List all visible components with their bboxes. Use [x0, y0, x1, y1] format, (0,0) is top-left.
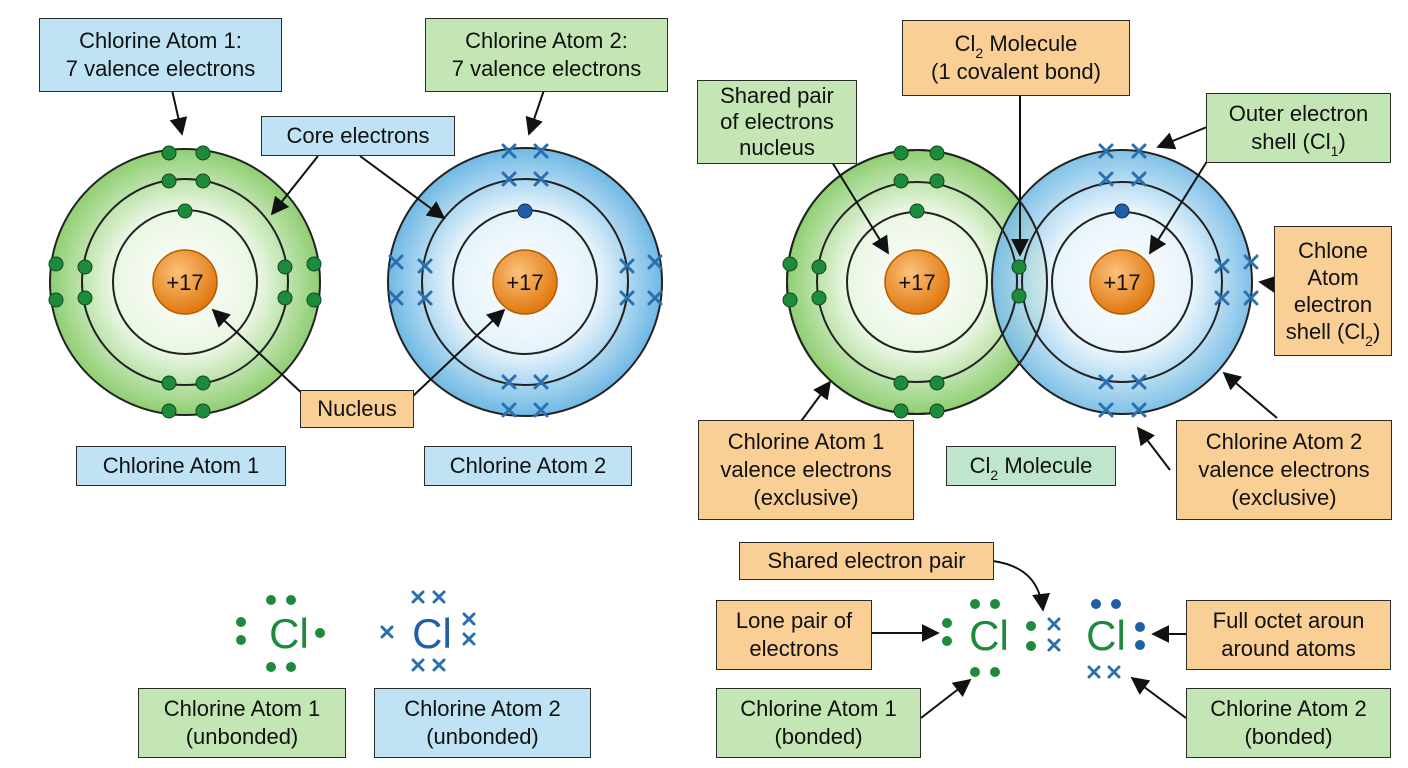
chlone-atom-shell-label: Chlone Atom electron shell (Cl2) [1274, 226, 1392, 356]
atom1-model: +17 [48, 145, 322, 419]
molecule-nucleus-1-charge: +17 [898, 270, 935, 295]
molecule-mid-label: Cl2 Molecule [946, 446, 1116, 486]
shared-electron-pair-label: Shared electron pair [739, 542, 994, 580]
molecule-electrons-green [782, 145, 1027, 419]
atom1-unbonded-label: Chlorine Atom 1 (unbonded) [138, 688, 346, 758]
outer-shell-label: Outer electron shell (Cl1) [1206, 93, 1391, 163]
atom2-electrons-x [388, 143, 663, 418]
lewis-atom2-symbol: Cl [412, 610, 452, 657]
atom1-nucleus: +17 [152, 249, 218, 315]
lewis-molecule: Cl Cl [942, 599, 1145, 679]
atom2-nucleus: +17 [492, 249, 558, 315]
atom2-inner-electron [517, 203, 533, 219]
atom2-nucleus-charge: +17 [506, 270, 543, 295]
molecule-nucleus-2: +17 [1089, 249, 1155, 315]
atom2-bonded-label: Chlorine Atom 2 (bonded) [1186, 688, 1391, 758]
atom1-valence-label: Chlorine Atom 1: 7 valence electrons [39, 18, 282, 92]
shared-electron-1 [1011, 259, 1027, 275]
molecule-electrons-x [1098, 143, 1259, 418]
atom2-unbonded-label: Chlorine Atom 2 (unbonded) [374, 688, 591, 758]
atom1-nucleus-charge: +17 [166, 270, 203, 295]
atom1-bonded-label: Chlorine Atom 1 (bonded) [716, 688, 921, 758]
lewis-atom1-symbol: Cl [269, 610, 309, 657]
lone-pair-label: Lone pair of electrons [716, 600, 872, 670]
atom1-caption: Chlorine Atom 1 [76, 446, 286, 486]
atom2-caption: Chlorine Atom 2 [424, 446, 632, 486]
molecule-nucleus-1: +17 [884, 249, 950, 315]
shared-electron-2 [1011, 288, 1027, 304]
lewis-atom2: Cl [380, 590, 476, 672]
lewis-molecule-symbol-1: Cl [969, 612, 1009, 659]
nucleus-label: Nucleus [300, 390, 414, 428]
atom1-exclusive-label: Chlorine Atom 1 valence electrons (exclu… [698, 420, 914, 520]
lewis-atom1: Cl [236, 595, 325, 672]
atom1-electrons [48, 145, 322, 419]
molecule-model: +17 +17 [782, 143, 1259, 419]
molecule-inner-electron-blue [1114, 203, 1130, 219]
full-octet-label: Full octet aroun around atoms [1186, 600, 1391, 670]
core-electrons-label: Core electrons [261, 116, 455, 156]
molecule-top-label: Cl2 Molecule (1 covalent bond) [902, 20, 1130, 96]
atom2-valence-label: Chlorine Atom 2: 7 valence electrons [425, 18, 668, 92]
molecule-nucleus-2-charge: +17 [1103, 270, 1140, 295]
atom2-model: +17 [387, 143, 663, 418]
arrows [169, 89, 1278, 719]
lewis-molecule-symbol-2: Cl [1086, 612, 1126, 659]
shared-pair-nucleus-label: Shared pair of electrons nucleus [697, 80, 857, 164]
atom2-exclusive-label: Chlorine Atom 2 valence electrons (exclu… [1176, 420, 1392, 520]
